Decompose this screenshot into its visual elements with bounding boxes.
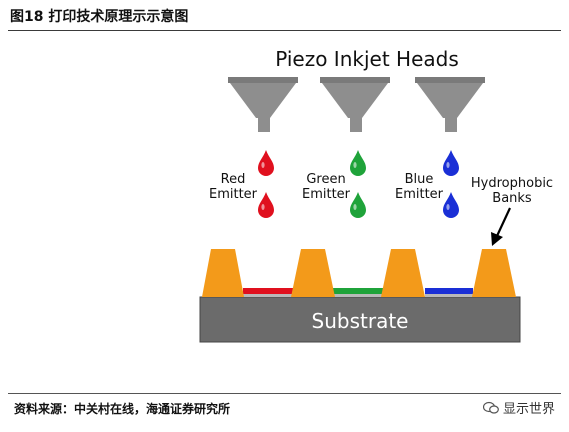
banks-label-1: Hydrophobic xyxy=(471,176,553,191)
red-droplet-1 xyxy=(258,150,274,176)
hydrophobic-bank-2 xyxy=(291,249,335,297)
red-emitter-layer xyxy=(243,288,293,294)
banks-label-2: Banks xyxy=(492,191,532,206)
red-droplet-2 xyxy=(258,192,274,218)
substrate-label: Substrate xyxy=(312,309,409,333)
green-droplet-2 xyxy=(350,192,366,218)
figure-title: 图18 打印技术原理示示意图 xyxy=(10,9,189,25)
emitter-label-red-1: Red xyxy=(221,172,246,187)
inkjet-head-2 xyxy=(320,77,390,132)
watermark: 显示世界 xyxy=(482,398,555,417)
watermark-text: 显示世界 xyxy=(502,402,555,417)
emitter-label-green-1: Green xyxy=(306,172,345,187)
emitter-label-red-2: Emitter xyxy=(209,187,258,202)
blue-droplet-1 xyxy=(443,150,459,176)
green-droplet-1 xyxy=(350,150,366,176)
emitter-label-blue-2: Emitter xyxy=(395,187,444,202)
hydrophobic-bank-3 xyxy=(381,249,425,297)
bottom-divider xyxy=(8,393,561,394)
heads-title: Piezo Inkjet Heads xyxy=(275,47,459,71)
substrate xyxy=(199,296,521,343)
blue-emitter-layer xyxy=(425,288,473,294)
hydrophobic-bank-4 xyxy=(472,249,516,297)
green-emitter-layer xyxy=(333,288,385,294)
inkjet-head-1 xyxy=(228,77,298,132)
source-note: 资料来源：中关村在线，海通证券研究所 xyxy=(14,402,231,416)
hydrophobic-bank-1 xyxy=(202,249,244,297)
top-divider xyxy=(8,30,561,31)
inkjet-head-3 xyxy=(415,77,485,132)
wechat-icon xyxy=(482,401,499,414)
emitter-label-green-2: Emitter xyxy=(302,187,351,202)
banks-pointer-arrow xyxy=(491,207,511,246)
blue-droplet-2 xyxy=(443,192,459,218)
emitter-label-blue-1: Blue xyxy=(405,172,434,187)
